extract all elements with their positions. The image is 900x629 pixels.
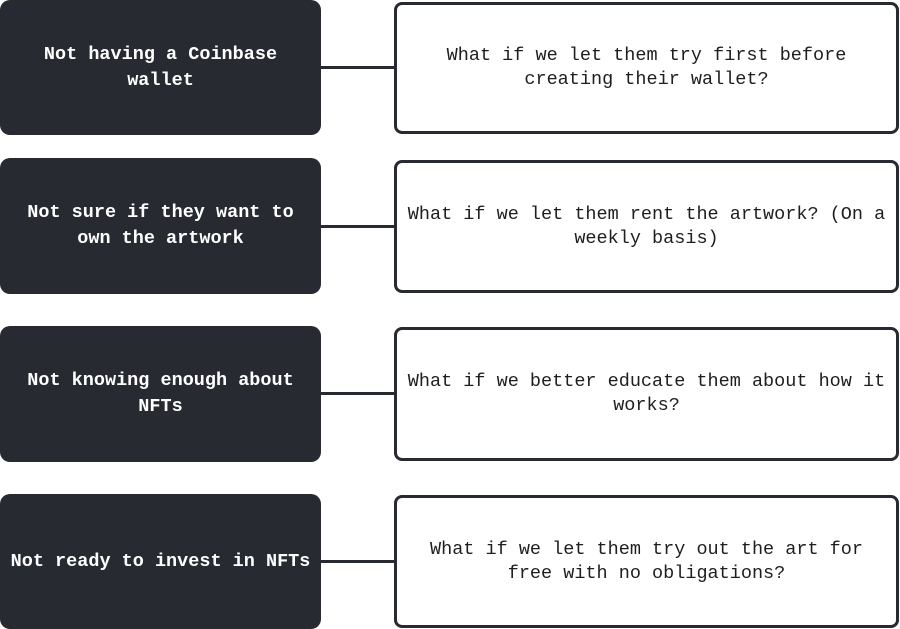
problem-text-4: Not ready to invest in NFTs — [10, 550, 311, 572]
problem-box-2: Not sure if they want to own the artwork — [0, 158, 321, 294]
problem-box-3: Not knowing enough about NFTs — [0, 326, 321, 462]
idea-box-1: What if we let them try first before cre… — [394, 2, 899, 134]
problem-box-1: Not having a Coinbase wallet — [0, 0, 321, 135]
problem-text-3: Not knowing enough about NFTs — [27, 370, 294, 417]
idea-text-1: What if we let them try first before cre… — [446, 45, 847, 90]
idea-text-4: What if we let them try out the art for … — [430, 538, 863, 584]
problem-box-4: Not ready to invest in NFTs — [0, 494, 321, 629]
connector-line-3 — [321, 392, 395, 395]
connector-line-2 — [321, 225, 395, 228]
idea-text-3: What if we better educate them about how… — [407, 371, 886, 416]
connector-line-1 — [321, 66, 395, 69]
idea-box-2: What if we let them rent the artwork? (O… — [394, 160, 899, 293]
connector-line-4 — [321, 560, 395, 563]
idea-box-4: What if we let them try out the art for … — [394, 495, 899, 628]
idea-box-3: What if we better educate them about how… — [394, 327, 899, 461]
problem-text-1: Not having a Coinbase wallet — [43, 43, 278, 91]
problem-text-2: Not sure if they want to own the artwork — [27, 202, 294, 249]
idea-text-2: What if we let them rent the artwork? (O… — [407, 203, 886, 249]
